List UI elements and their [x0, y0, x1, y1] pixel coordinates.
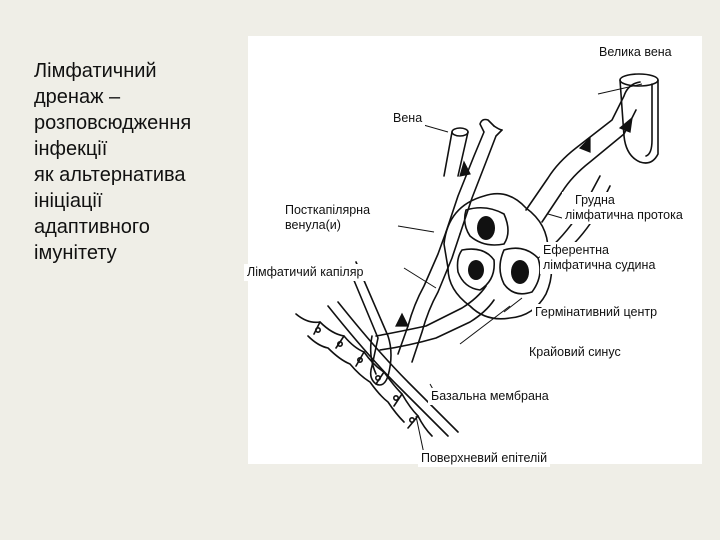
label-vein: Вена [390, 110, 426, 127]
title-line: адаптивного [34, 216, 150, 238]
label-line: венула(и) [285, 218, 341, 232]
label-line: лімфатична судина [543, 258, 656, 272]
label-line: Посткапілярна [285, 203, 371, 217]
basement-membrane-line [327, 305, 449, 437]
title-line: дренаж – [34, 86, 121, 108]
title-line: імунітету [34, 242, 117, 264]
diagram-drawing [295, 73, 659, 455]
label-surface-epithelium: Поверхневий епітелій [418, 450, 551, 467]
label-marginal-sinus: Крайовий синус [526, 344, 624, 361]
great-vein [619, 79, 659, 164]
label-line: Грудна [575, 193, 615, 207]
germinal-centers [468, 216, 529, 284]
title-line: як альтернатива [34, 164, 186, 186]
label-line: лімфатична протока [565, 208, 683, 222]
title-line: інфекції [34, 138, 108, 160]
label-basement-membrane: Базальна мембрана [428, 388, 552, 405]
label-thoracic-duct: Грудна лімфатична протока [562, 192, 686, 224]
title-line: Лімфатичний [34, 60, 157, 82]
label-great-vein: Велика вена [596, 44, 675, 61]
title-line: розповсюдження [34, 112, 192, 134]
flow-arrows [395, 116, 633, 327]
label-germinal-center: Гермінативний центр [532, 304, 661, 321]
thoracic-duct [525, 81, 641, 211]
vein [445, 118, 495, 233]
label-efferent-lymph-vessel: Еферентна лімфатична судина [540, 242, 659, 274]
label-postcapillary-venule: Посткапілярна венула(и) [282, 202, 374, 234]
label-lymph-capillary: Лімфатичий капіляр [244, 264, 367, 281]
label-line: Еферентна [543, 243, 609, 257]
postcapillary-venule [397, 231, 447, 355]
basement-membrane-line-2 [337, 301, 459, 433]
epithelium-cells [295, 313, 433, 437]
lymphatic-drainage-diagram: Велика вена Вена Посткапілярна венула(и)… [244, 36, 702, 467]
slide-title: Лімфатичний дренаж – розповсюдження інфе… [34, 58, 244, 266]
lymph-capillary [347, 261, 392, 386]
title-line: ініціації [34, 190, 103, 212]
